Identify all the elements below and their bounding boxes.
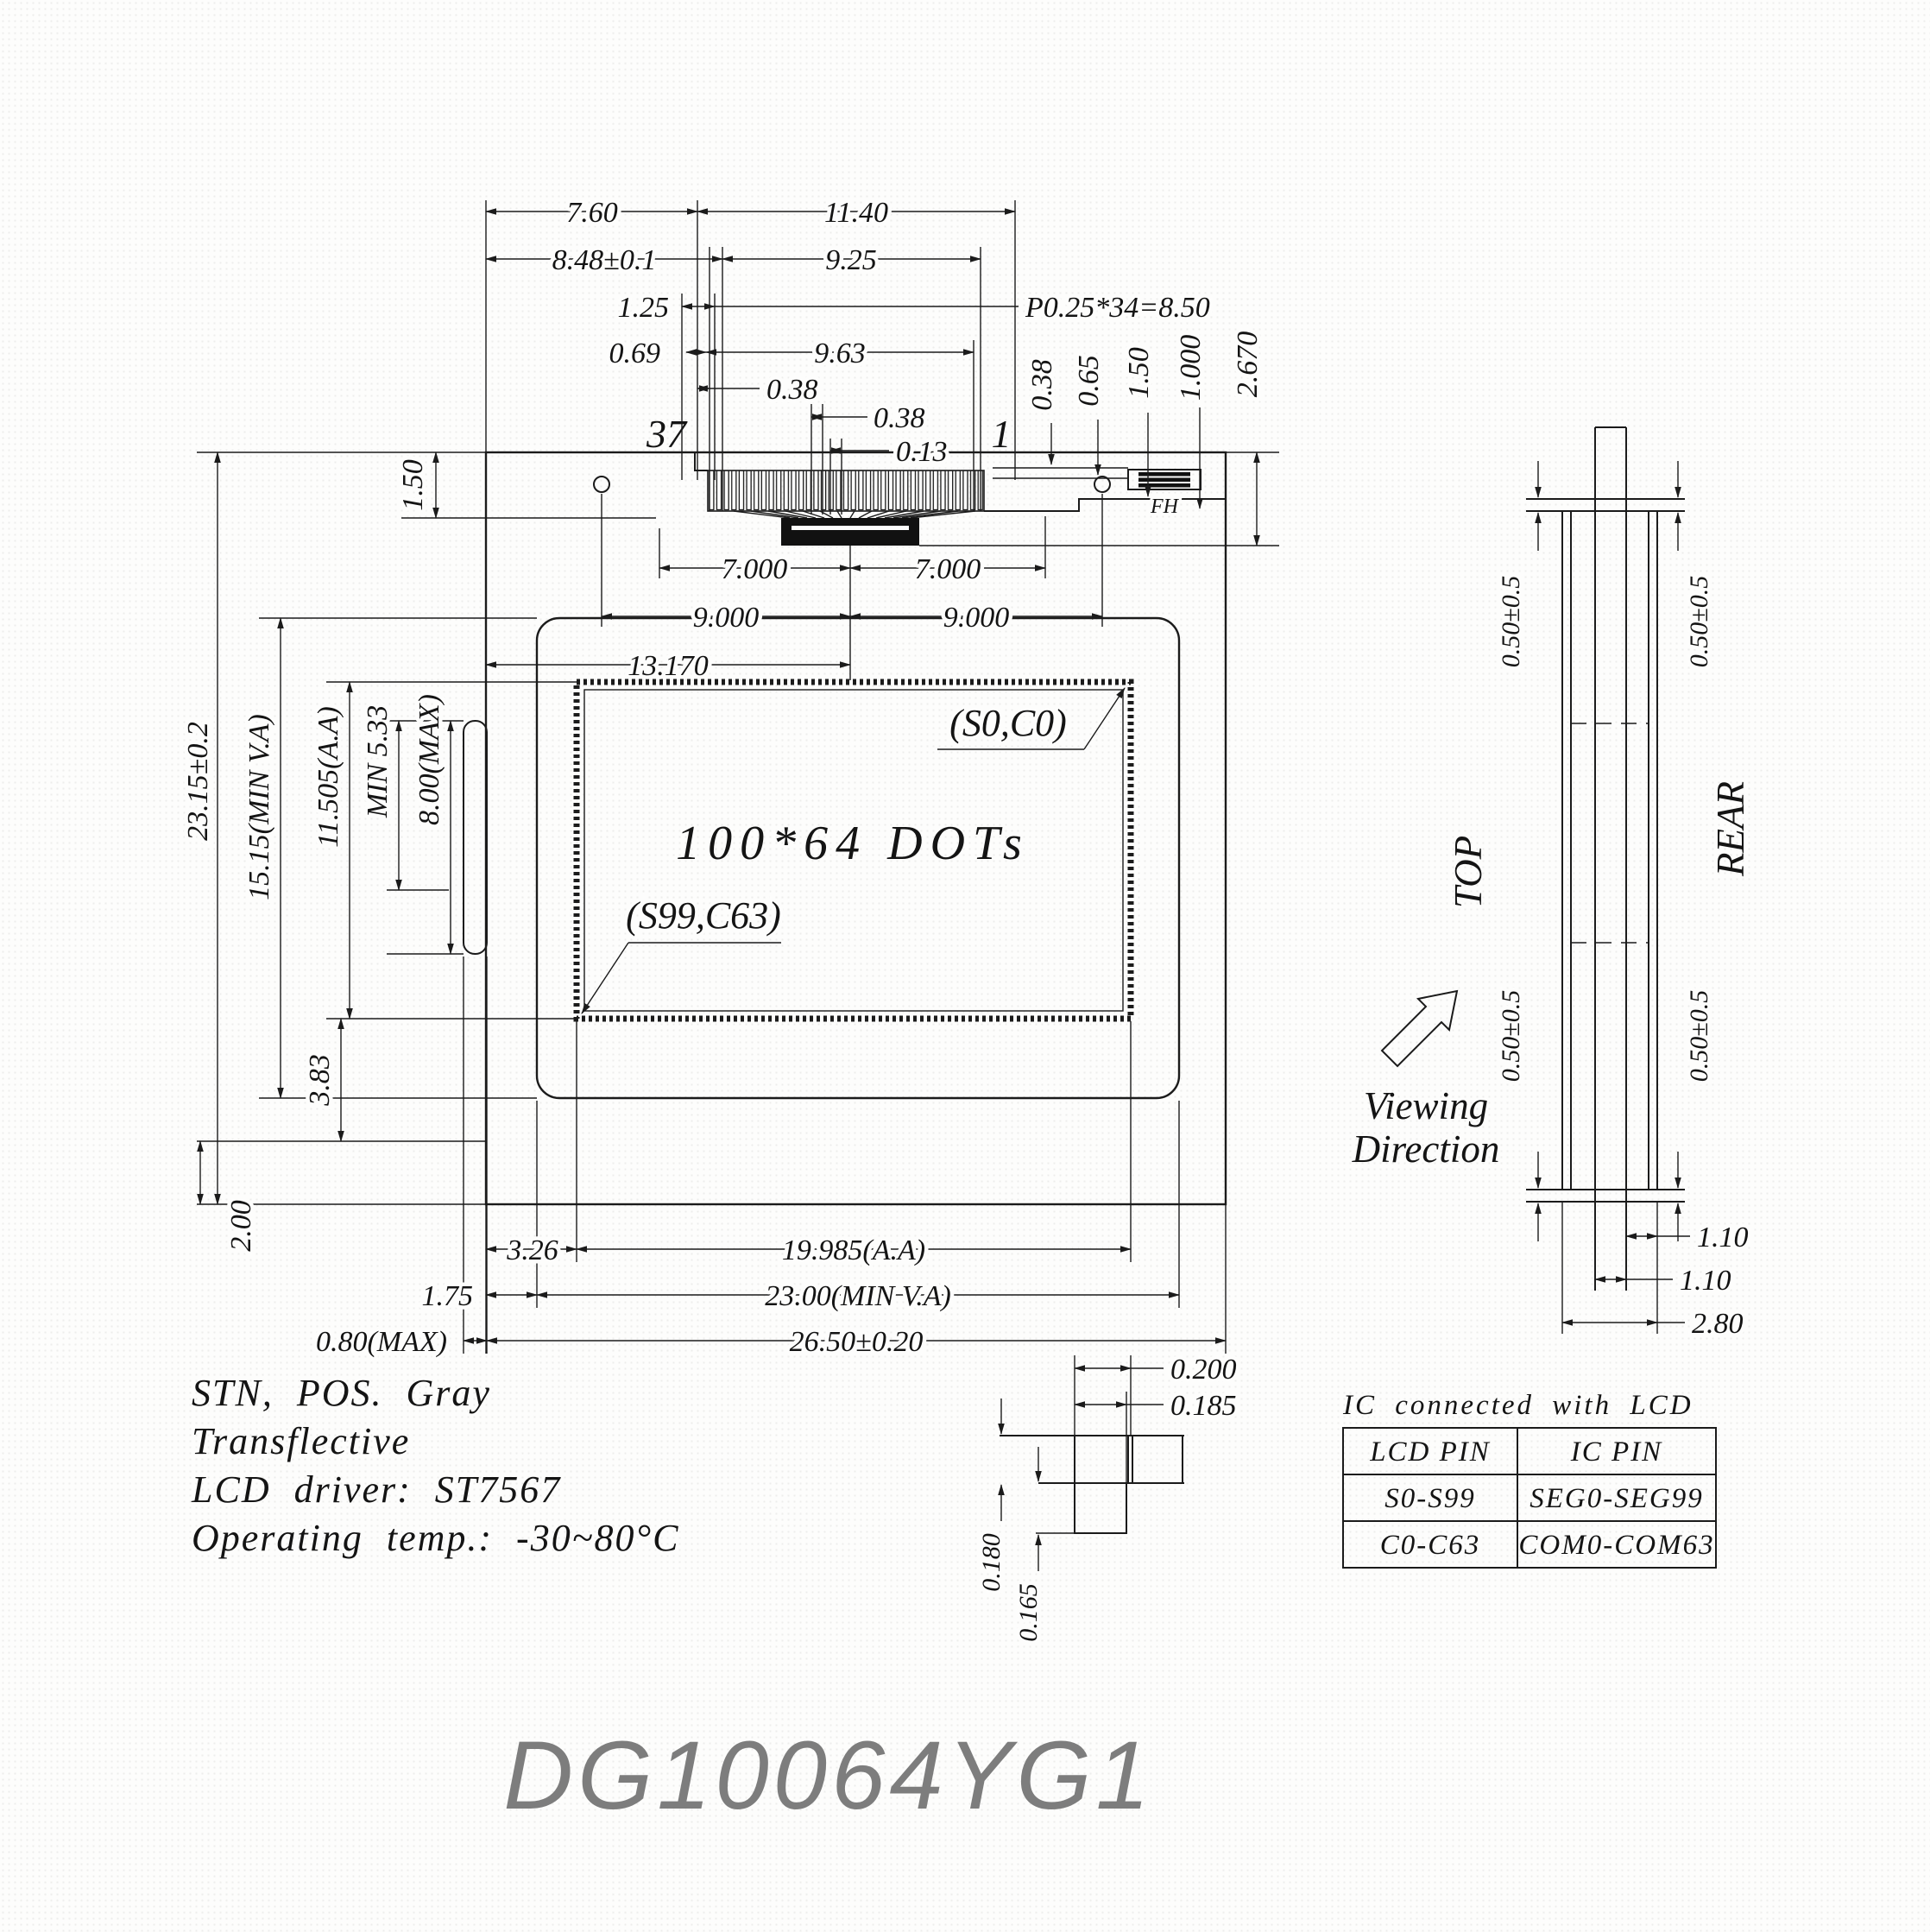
dim-9-000-left: 9.000 [693, 602, 760, 634]
dim-pad-0-200: 0.200 [1170, 1354, 1237, 1386]
dim-right-0-38: 0.38 [1026, 359, 1058, 411]
dim-side-050-tr: 0.50±0.5 [1685, 576, 1713, 667]
dim-left-23-15: 23.15±0.2 [182, 722, 214, 841]
table-cell-c0-c63: C0-C63 [1380, 1530, 1481, 1561]
dim-0-80-max: 0.80(MAX) [316, 1326, 447, 1358]
dim-pad-0-185: 0.185 [1170, 1390, 1237, 1422]
left-rotated-dimensions: 1.50 23.15±0.2 15.15(MIN V.A) 11.505(A.A… [179, 451, 454, 1255]
side-rear-label: REAR [1709, 781, 1752, 877]
dim-side-050-bl: 0.50±0.5 [1497, 990, 1525, 1082]
dim-1-75: 1.75 [422, 1280, 474, 1312]
viewing-direction-arrow-icon [1380, 989, 1459, 1068]
table-title: IC connected with LCD [1342, 1390, 1693, 1421]
dim-pitch: P0.25*34=8.50 [1025, 292, 1210, 324]
dim-pad-0-180: 0.180 [977, 1533, 1006, 1592]
dim-side-050-br: 0.50±0.5 [1685, 990, 1713, 1082]
dim-0-13: 0.13 [896, 436, 948, 468]
dim-side-1-10-b: 1.10 [1680, 1265, 1731, 1297]
dim-left-1-50: 1.50 [397, 459, 429, 511]
note-line-3: LCD driver: ST7567 [191, 1468, 561, 1511]
note-line-4: Operating temp.: -30~80°C [192, 1517, 679, 1559]
note-line-2: Transflective [192, 1420, 410, 1462]
fh-label: FH [1150, 496, 1180, 518]
pad-detail: 0.200 0.185 0.180 0.165 [974, 1350, 1241, 1646]
ic-connection-table: IC connected with LCD LCD PIN IC PIN S0-… [1342, 1390, 1717, 1569]
display-annotations: 100*64 DOTs (S0,C0) (S99,C63) [581, 687, 1126, 1014]
dim-right-1-50: 1.50 [1123, 347, 1155, 399]
part-number: DG10064YG1 [503, 1721, 1154, 1829]
dim-right-0-65: 0.65 [1073, 355, 1105, 407]
fan-in-traces [733, 510, 976, 519]
dim-7-000-right: 7.000 [915, 553, 981, 585]
table-header-ic-pin: IC PIN [1570, 1436, 1662, 1468]
note-line-1: STN, POS. Gray [192, 1372, 491, 1414]
table-cell-s0-s99: S0-S99 [1384, 1483, 1476, 1514]
dim-3-26: 3.26 [506, 1234, 558, 1266]
left-tab [463, 720, 488, 955]
dim-side-2-80: 2.80 [1692, 1308, 1744, 1340]
table-cell-seg0-seg99: SEG0-SEG99 [1529, 1483, 1703, 1514]
side-view: 0.50±0.5 0.50±0.5 0.50±0.5 0.50±0.5 TOP … [1352, 426, 1752, 1344]
dim-23-00: 23.00(MIN V.A) [765, 1280, 951, 1312]
pin-number-1: 1 [992, 412, 1012, 456]
dim-26-50: 26.50±0.20 [790, 1326, 924, 1358]
alignment-hole-left [593, 476, 610, 493]
dim-7-60: 7.60 [566, 197, 618, 229]
dim-11-40: 11.40 [824, 197, 888, 229]
dim-9-25: 9.25 [825, 244, 877, 276]
dim-19-985: 19.985(A.A) [782, 1234, 925, 1266]
dim-9-63: 9.63 [814, 338, 866, 369]
top-dimensions: 7.60 11.40 8.48±0.1 9.25 1.25 P0.25*34=8… [485, 193, 1214, 472]
dim-left-3-83: 3.83 [304, 1054, 336, 1107]
pin-comb [707, 470, 985, 512]
middle-dimensions: 7.000 7.000 9.000 9.000 13.170 [485, 550, 1103, 686]
right-rotated-dimensions: 0.38 0.65 1.50 1.000 2.670 [1023, 327, 1268, 546]
corner-s0c0-label: (S0,C0) [949, 702, 1067, 744]
dim-left-11-505: 11.505(A.A) [312, 706, 344, 848]
dim-0-38-b: 0.38 [874, 402, 925, 434]
active-area-border [573, 679, 1134, 1022]
dim-8-48: 8.48±0.1 [552, 244, 657, 276]
viewing-direction-line1: Viewing [1364, 1084, 1488, 1127]
connector-block [781, 518, 919, 546]
alignment-hole-right [1094, 476, 1111, 493]
dim-left-2-00: 2.00 [225, 1200, 257, 1252]
dim-0-38-a: 0.38 [766, 374, 818, 406]
table-cell-com0-com63: COM0-COM63 [1518, 1530, 1714, 1561]
pin-number-37: 37 [646, 412, 688, 456]
viewing-direction-line2: Direction [1352, 1127, 1500, 1171]
dim-7-000-left: 7.000 [722, 553, 788, 585]
side-top-label: TOP [1447, 836, 1490, 908]
bottom-dimensions: 3.26 19.985(A.A) 1.75 23.00(MIN V.A) 0.8… [312, 1231, 1227, 1362]
dim-side-1-10-a: 1.10 [1697, 1222, 1749, 1253]
dim-13-170: 13.170 [628, 650, 709, 682]
dim-left-8-00-max: 8.00(MAX) [413, 694, 445, 825]
dots-label: 100*64 DOTs [676, 817, 1030, 870]
dim-side-050-tl: 0.50±0.5 [1497, 576, 1525, 667]
table-header-lcd-pin: LCD PIN [1369, 1436, 1491, 1468]
notes-block: STN, POS. Gray Transflective LCD driver:… [191, 1372, 679, 1559]
fh-component [1127, 469, 1202, 490]
dim-left-min-5-33: MIN 5.33 [362, 705, 394, 818]
dim-pad-0-165: 0.165 [1014, 1583, 1043, 1642]
main-view-outline [463, 451, 1227, 1206]
dim-1-25: 1.25 [618, 292, 670, 324]
dim-0-69: 0.69 [609, 338, 661, 369]
dim-right-2-670: 2.670 [1232, 331, 1264, 398]
dim-right-1-000: 1.000 [1175, 335, 1207, 401]
corner-s99c63-label: (S99,C63) [626, 894, 781, 937]
dim-9-000-right: 9.000 [943, 602, 1010, 634]
extension-lines [197, 200, 1279, 1354]
dim-left-15-15: 15.15(MIN V.A) [243, 714, 275, 900]
